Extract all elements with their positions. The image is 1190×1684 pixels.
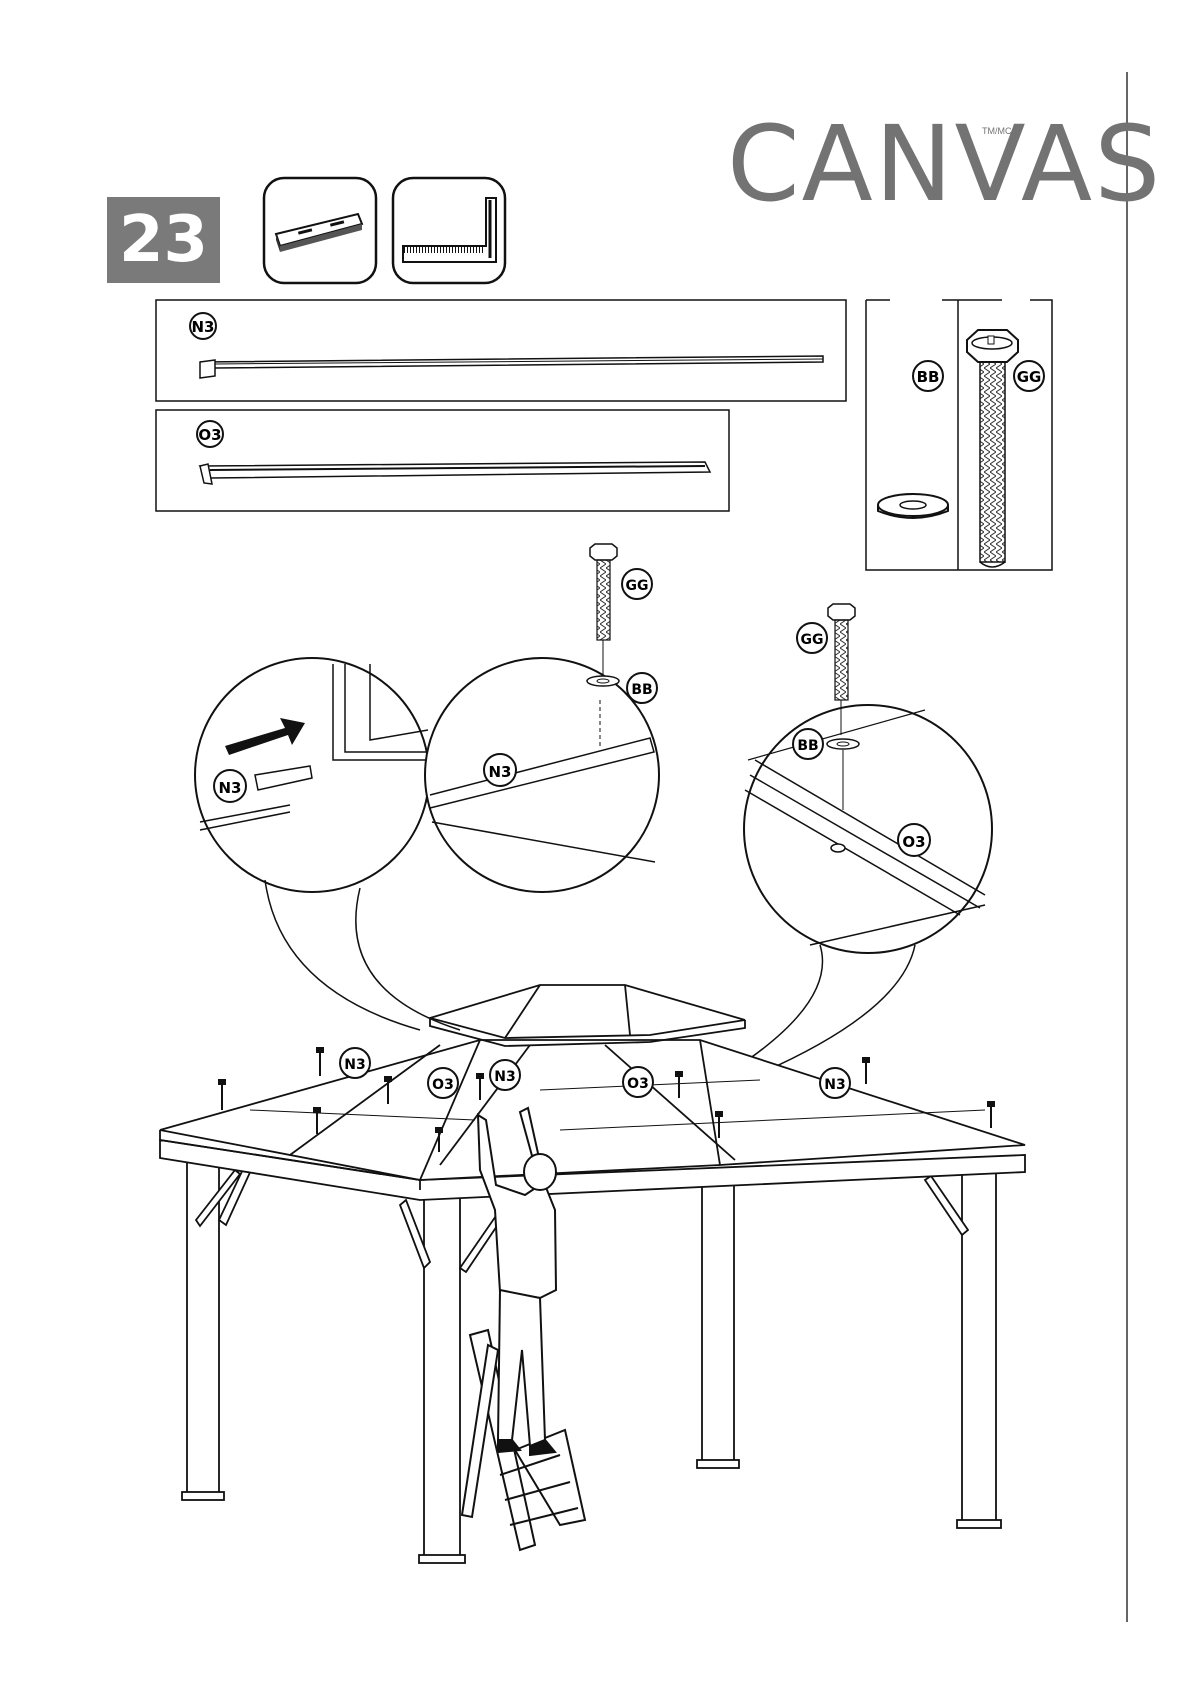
detail-circle-mid: N3 GG BB	[425, 544, 659, 892]
hardware-label-gg: GG	[1017, 368, 1042, 386]
part-box-o3: O3	[156, 410, 729, 511]
wrench-icon	[264, 178, 376, 283]
gazebo	[160, 985, 1025, 1563]
roof-label-5: N3	[824, 1077, 845, 1093]
hardware-box: BB GG	[866, 300, 1052, 570]
detail-circle-left: N3	[195, 658, 430, 892]
detail-label-left-n3: N3	[219, 779, 242, 797]
roof-label-2: O3	[432, 1077, 454, 1093]
washer-icon	[878, 494, 948, 518]
callout-gg-mid: GG	[626, 578, 649, 594]
callout-gg-right: GG	[801, 632, 824, 648]
callout-bb-right: BB	[797, 738, 818, 754]
detail-label-mid-n3: N3	[489, 763, 512, 781]
part-box-n3: N3	[156, 300, 846, 401]
detail-circle-right: O3 GG BB	[744, 604, 992, 953]
hardware-label-bb: BB	[917, 368, 940, 386]
part-label-o3: O3	[198, 426, 221, 444]
callout-bb-mid: BB	[631, 682, 652, 698]
detail-label-right-o3: O3	[902, 833, 925, 851]
carpenter-square-icon	[393, 178, 505, 283]
part-label-n3: N3	[192, 318, 215, 336]
roof-label-4: O3	[627, 1076, 649, 1092]
bolt-icon	[967, 330, 1018, 567]
roof-label-1: N3	[344, 1057, 365, 1073]
roof-label-3: N3	[494, 1069, 515, 1085]
